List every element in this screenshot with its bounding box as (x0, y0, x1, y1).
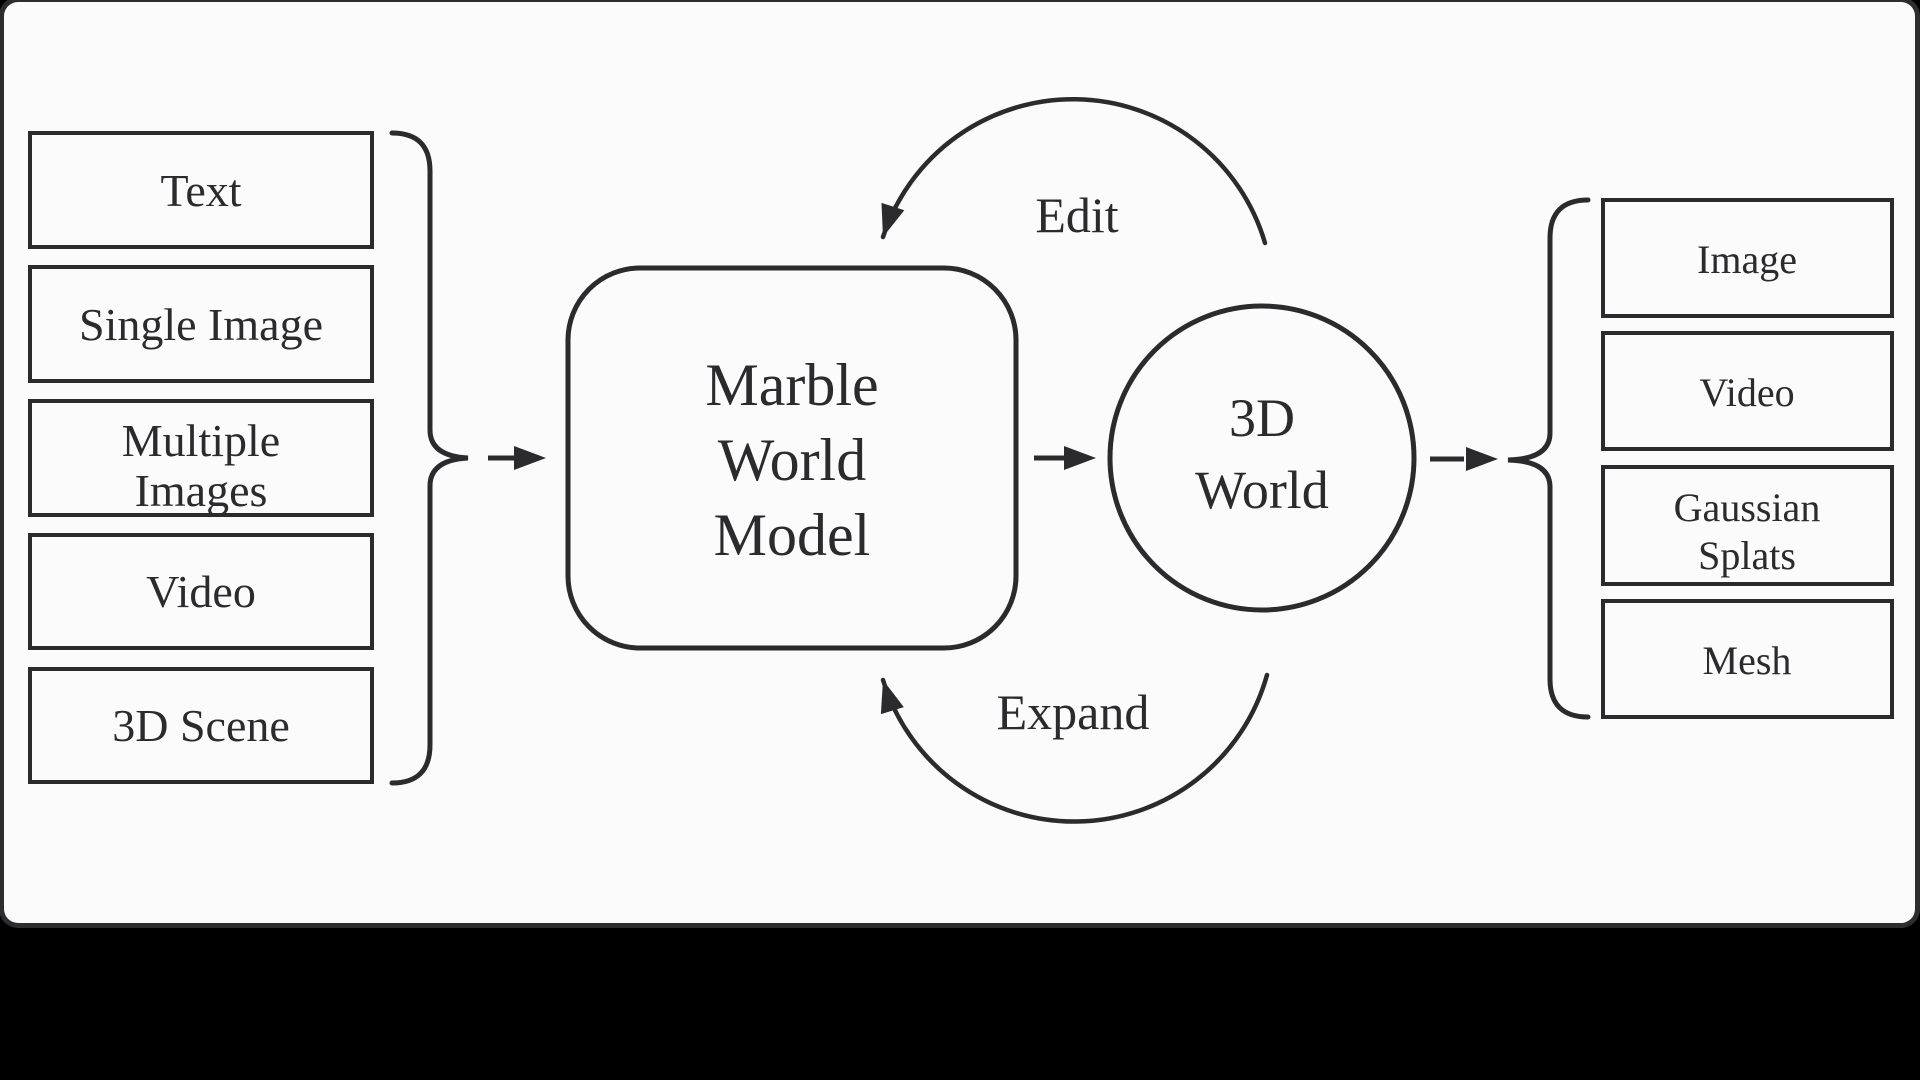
world-node (1107, 303, 1417, 613)
output-box-image (1601, 198, 1894, 318)
input-box-single-image (28, 265, 374, 383)
output-box-video-label: Video (1699, 370, 1794, 415)
output-box-mesh (1601, 599, 1894, 719)
expand-loop-arrowhead-icon (880, 680, 904, 715)
model-node (565, 265, 1019, 651)
input-box-multiple-images-label-line-1: Multiple (122, 415, 280, 466)
input-box-video (28, 533, 374, 650)
input-brace (389, 130, 469, 786)
world-label-line-2: World (1195, 460, 1329, 520)
arrow-world-to-outputs-head-icon (1466, 447, 1498, 471)
output-box-mesh-label: Mesh (1703, 638, 1792, 683)
input-box-multiple-images-label-line-2: Images (135, 465, 268, 516)
edit-loop-arrowhead-icon (881, 202, 905, 237)
input-box-text-label: Text (160, 165, 241, 216)
input-box-single-image-label: Single Image (79, 299, 323, 350)
slide-canvas (4, 2, 1915, 923)
input-box-3d-scene-label: 3D Scene (112, 700, 290, 751)
expand-loop: Expand (880, 672, 1270, 824)
input-box-3d-scene (28, 667, 374, 784)
output-box-gaussian-splats (1601, 465, 1894, 586)
edit-label: Edit (1035, 187, 1118, 243)
edit-loop: Edit (880, 97, 1268, 246)
arrow-world-to-outputs (1430, 447, 1498, 471)
model-label-line-2: World (718, 427, 866, 493)
edit-loop-arc (880, 97, 1268, 246)
model-label-line-1: Marble (705, 352, 878, 418)
output-box-image-label: Image (1697, 237, 1797, 282)
expand-loop-arc (880, 672, 1270, 824)
output-box-video (1601, 331, 1894, 451)
input-box-text (28, 131, 374, 249)
output-box-gaussian-splats-label-line-2: Splats (1698, 533, 1796, 578)
arrow-inputs-to-model (488, 446, 546, 470)
expand-label: Expand (997, 684, 1150, 740)
world-label-line-1: 3D (1229, 388, 1295, 448)
arrow-model-to-world-head-icon (1064, 446, 1096, 470)
model-label-line-3: Model (714, 502, 871, 568)
input-box-multiple-images (28, 399, 374, 517)
arrow-inputs-to-model-head-icon (514, 446, 546, 470)
input-box-video-label: Video (146, 566, 256, 617)
output-box-gaussian-splats-label-line-1: Gaussian (1674, 485, 1821, 530)
output-brace (1507, 197, 1591, 720)
arrow-model-to-world (1034, 446, 1096, 470)
